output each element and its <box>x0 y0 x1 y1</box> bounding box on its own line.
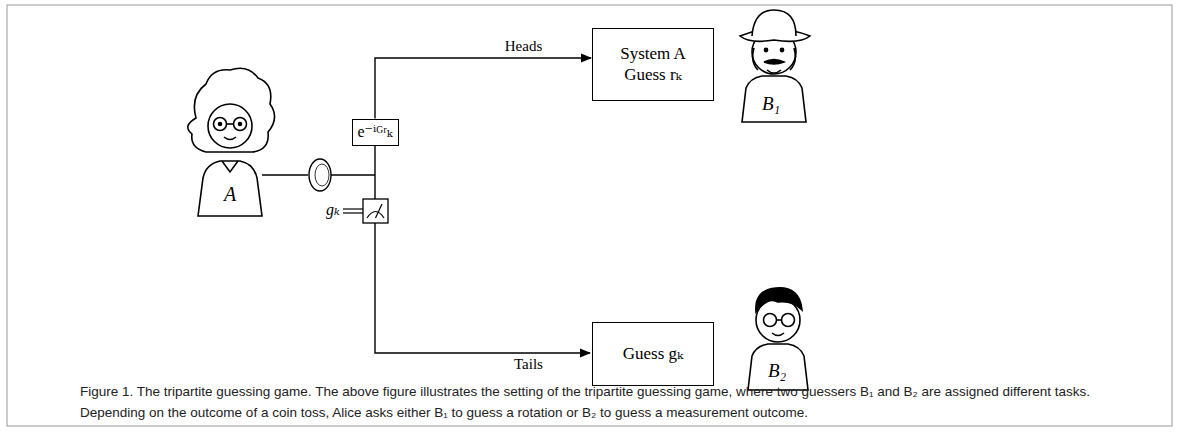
task-box: System AGuess rₖ <box>592 28 714 101</box>
agent-label: B₂ <box>766 360 788 382</box>
wire <box>331 174 375 175</box>
alice-figure <box>188 68 275 216</box>
outcome-label: gₖ <box>324 200 342 219</box>
box-text: e⁻ⁱᴳʳₖ <box>358 122 393 142</box>
agent-label: B₁ <box>760 93 782 115</box>
connector <box>375 58 591 119</box>
wire <box>262 174 308 175</box>
coin <box>309 159 331 191</box>
coin-rim <box>315 164 329 186</box>
box-text: System A <box>620 43 686 64</box>
figure-caption: Figure 1. The tripartite guessing game. … <box>80 381 1120 423</box>
figure-frame <box>7 5 1172 426</box>
tails-wire <box>375 175 590 353</box>
agent-label: A <box>222 183 238 206</box>
box-text: Guess gₖ <box>623 343 684 364</box>
box-text: Guess rₖ <box>624 64 682 85</box>
b1-figure <box>740 10 810 122</box>
b2-figure <box>748 288 808 390</box>
branch-label: Heads <box>503 38 545 55</box>
measurement-symbol <box>343 199 388 223</box>
rotation-box: e⁻ⁱᴳʳₖ <box>352 119 399 146</box>
branch-label: Tails <box>512 356 545 373</box>
task-box: Guess gₖ <box>592 322 714 386</box>
